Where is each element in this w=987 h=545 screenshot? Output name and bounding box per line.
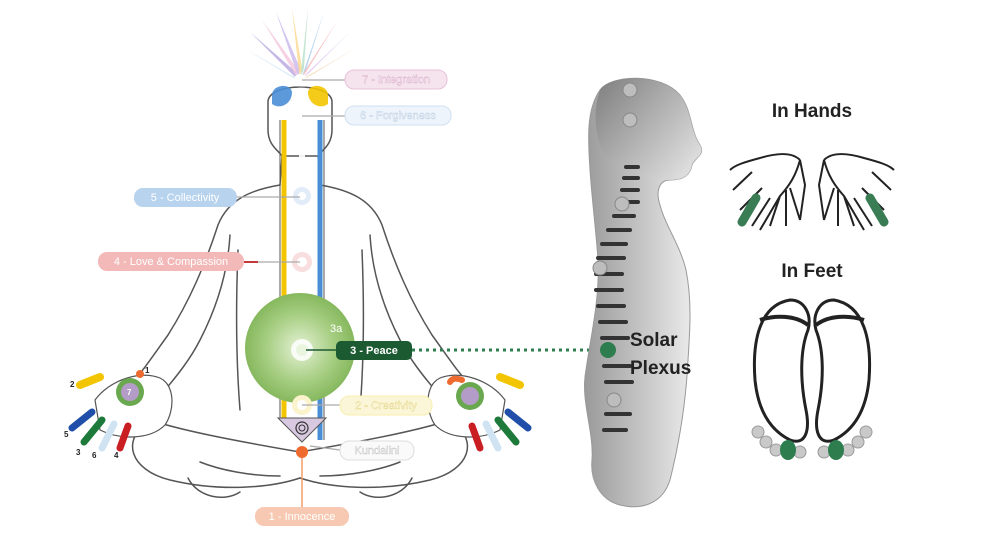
hand-number-6: 6 bbox=[92, 451, 97, 460]
hand-number-4: 4 bbox=[114, 451, 119, 460]
kundalini-spiral-icon bbox=[295, 421, 309, 435]
chakra-label-innocence-text: 1 - Innocence bbox=[269, 511, 336, 523]
hand-number-2: 2 bbox=[70, 380, 75, 389]
chakra-label-creativity-text: 2 - Creativity bbox=[355, 400, 417, 412]
chakra-label-collectivity-text: 5 - Collectivity bbox=[151, 192, 220, 204]
left-foot-toe-marker bbox=[780, 440, 796, 460]
chakra-label-love-compassion: 4 - Love & Compassion bbox=[98, 252, 244, 271]
right-foot-toe-marker bbox=[828, 440, 844, 460]
hand-number-5: 5 bbox=[64, 430, 69, 439]
left-hand bbox=[68, 370, 173, 452]
chakra-label-creativity: 2 - Creativity bbox=[339, 395, 433, 416]
solar-plexus-label-line2: Plexus bbox=[630, 358, 691, 379]
chakra-label-kundalini-text: Kundalini bbox=[354, 445, 399, 457]
chakra-label-integration: 7 - Integration bbox=[344, 69, 448, 90]
hand-number-1: 1 bbox=[145, 366, 150, 375]
mooladhara-dot bbox=[296, 446, 308, 458]
chakra-label-kundalini: Kundalini bbox=[339, 440, 415, 461]
chakra-label-love-compassion-text: 4 - Love & Compassion bbox=[114, 256, 228, 268]
chakra-label-peace-text: 3 - Peace bbox=[350, 345, 398, 357]
right-hand bbox=[427, 373, 532, 452]
in-hands-title: In Hands bbox=[772, 101, 852, 122]
chakra-label-innocence: 1 - Innocence bbox=[255, 507, 349, 526]
chakra-label-forgiveness-text: 6 - Forgiveness bbox=[360, 110, 436, 122]
in-feet-title: In Feet bbox=[781, 261, 843, 282]
solar-plexus-label-line1: Solar bbox=[630, 330, 678, 351]
chakra-label-forgiveness: 6 - Forgiveness bbox=[344, 105, 452, 126]
chakra-label-collectivity: 5 - Collectivity bbox=[134, 188, 237, 207]
feet-diagram bbox=[751, 298, 873, 460]
hand-fingertip-markers bbox=[737, 193, 889, 227]
hand-number-3: 3 bbox=[76, 448, 81, 457]
hand-number-7: 7 bbox=[127, 388, 132, 397]
chakra-label-peace: 3 - Peace bbox=[336, 341, 412, 360]
solar-plexus-dot bbox=[600, 342, 616, 358]
chakra-label-3a: 3a bbox=[330, 323, 343, 335]
hands-diagram bbox=[729, 153, 895, 231]
spine-profile-figure bbox=[584, 77, 703, 508]
chakra-label-integration-text: 7 - Integration bbox=[362, 74, 430, 86]
meditating-figure bbox=[68, 8, 532, 508]
